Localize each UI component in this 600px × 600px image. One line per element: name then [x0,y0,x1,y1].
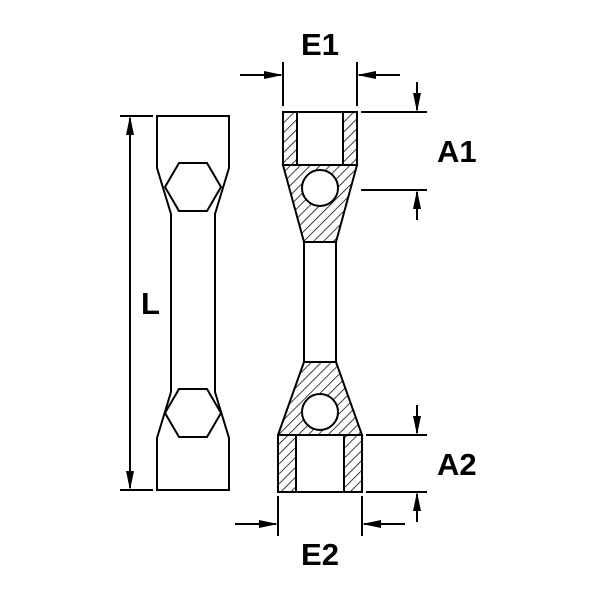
bottom-socket-left-wall [277,434,297,493]
side-view [156,115,230,491]
dim-label-a2: A2 [437,447,477,482]
arrowhead-right [264,71,283,79]
arrowhead-left [357,71,376,79]
dimension-l: L [120,115,160,491]
bottom-hex-opening [163,388,223,438]
dim-label-e2: E2 [301,537,339,572]
dimension-a2: A2 [366,405,477,522]
arrowhead-up [126,116,134,135]
arrowhead-down [413,416,421,435]
arrowhead-left [362,520,381,528]
bottom-socket-right-wall [343,434,363,493]
dim-label-a1: A1 [437,134,477,169]
dim-label-l: L [141,286,160,321]
bottom-ball [301,393,339,431]
top-hex-opening [163,162,223,212]
dim-label-e1: E1 [301,27,339,62]
arrowhead-down [413,93,421,112]
top-socket-left-wall [282,111,298,166]
arrowhead-down [126,471,134,490]
dimension-e2: E2 [235,496,405,572]
top-socket-right-wall [342,111,358,166]
section-view [276,111,364,493]
arrowhead-up [413,190,421,209]
dimension-a1: A1 [361,82,477,220]
arrowhead-right [259,520,278,528]
top-ball [301,169,339,207]
dimension-e1: E1 [240,27,400,106]
side-view-outline [156,115,230,491]
arrowhead-up [413,492,421,511]
